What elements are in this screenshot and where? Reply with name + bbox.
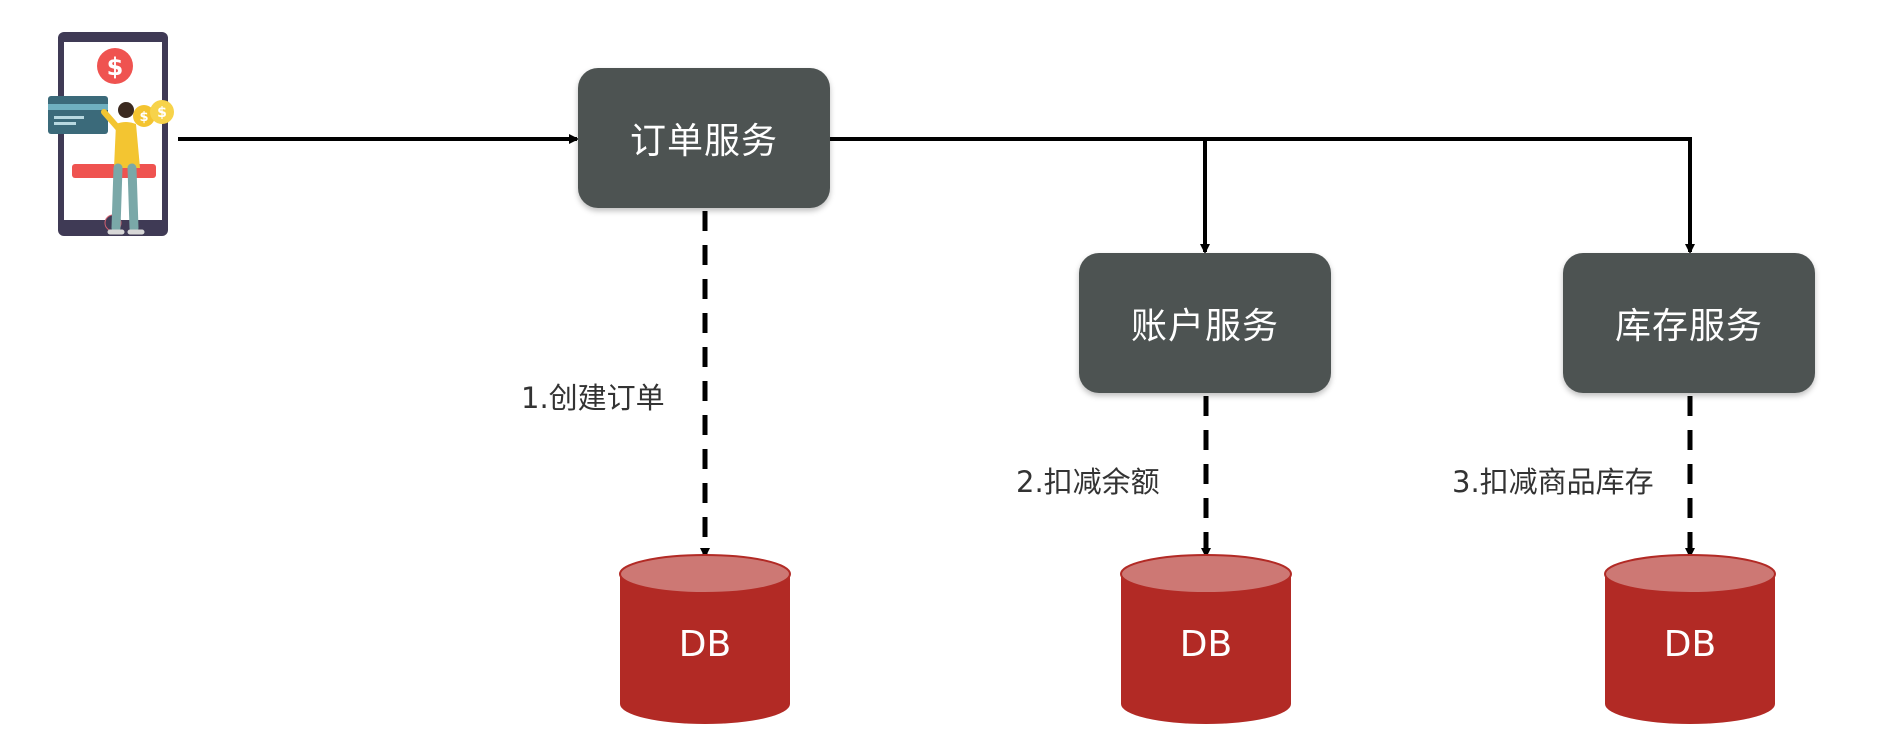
database-cylinder-icon (619, 554, 791, 724)
step-deduct-stock-label: 3.扣减商品库存 (1452, 465, 1654, 499)
order-service-box: 订单服务 (578, 68, 830, 208)
svg-text:$: $ (157, 105, 167, 121)
mobile-payment-icon: $ $ $ (48, 32, 174, 236)
step-deduct-balance-label: 2.扣减余额 (1016, 465, 1160, 499)
storage-db-label: DB (1663, 624, 1717, 665)
database-cylinder-icon (1120, 554, 1292, 724)
svg-text:$: $ (139, 110, 148, 125)
account-db-label: DB (1179, 624, 1233, 665)
account-database: DB (1119, 554, 1293, 726)
storage-service-box: 库存服务 (1563, 253, 1815, 393)
order-db-label: DB (678, 624, 732, 665)
storage-database: DB (1603, 554, 1777, 726)
order-database: DB (618, 554, 792, 726)
svg-text:$: $ (107, 53, 124, 81)
account-service-box: 账户服务 (1079, 253, 1331, 393)
database-cylinder-icon (1604, 554, 1776, 724)
step-create-order-label: 1.创建订单 (521, 381, 665, 415)
